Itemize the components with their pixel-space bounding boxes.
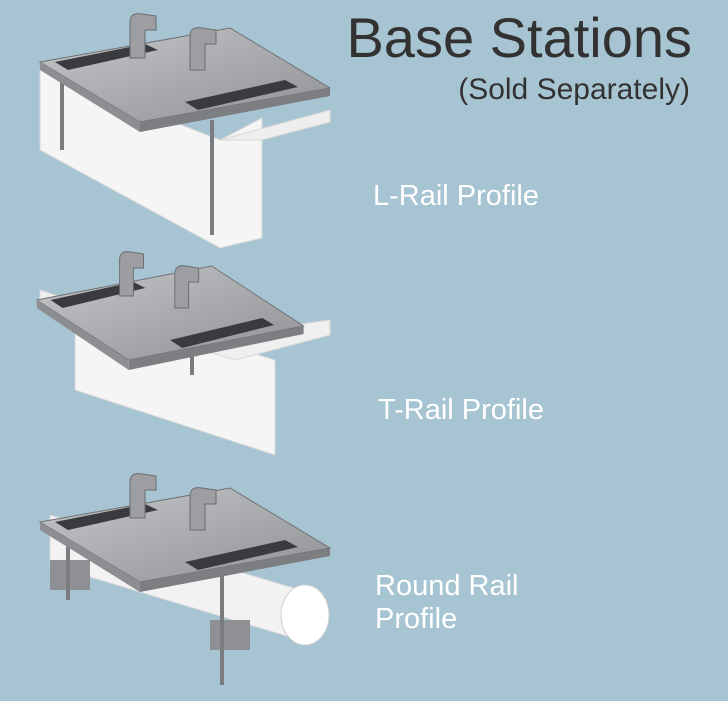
round-rail-label: Round Rail Profile <box>375 570 518 637</box>
page-subtitle: (Sold Separately) <box>458 73 690 106</box>
t-rail-label: T-Rail Profile <box>378 394 544 426</box>
page-title: Base Stations <box>346 6 692 69</box>
round-rail-label-line1: Round Rail <box>375 570 519 602</box>
l-rail-label: L-Rail Profile <box>373 180 539 212</box>
t-rail-base-station <box>36 251 331 456</box>
round-rail-base-station <box>39 473 331 685</box>
l-rail-base-station <box>39 13 331 249</box>
round-rail-label-line2: Profile <box>375 603 458 636</box>
